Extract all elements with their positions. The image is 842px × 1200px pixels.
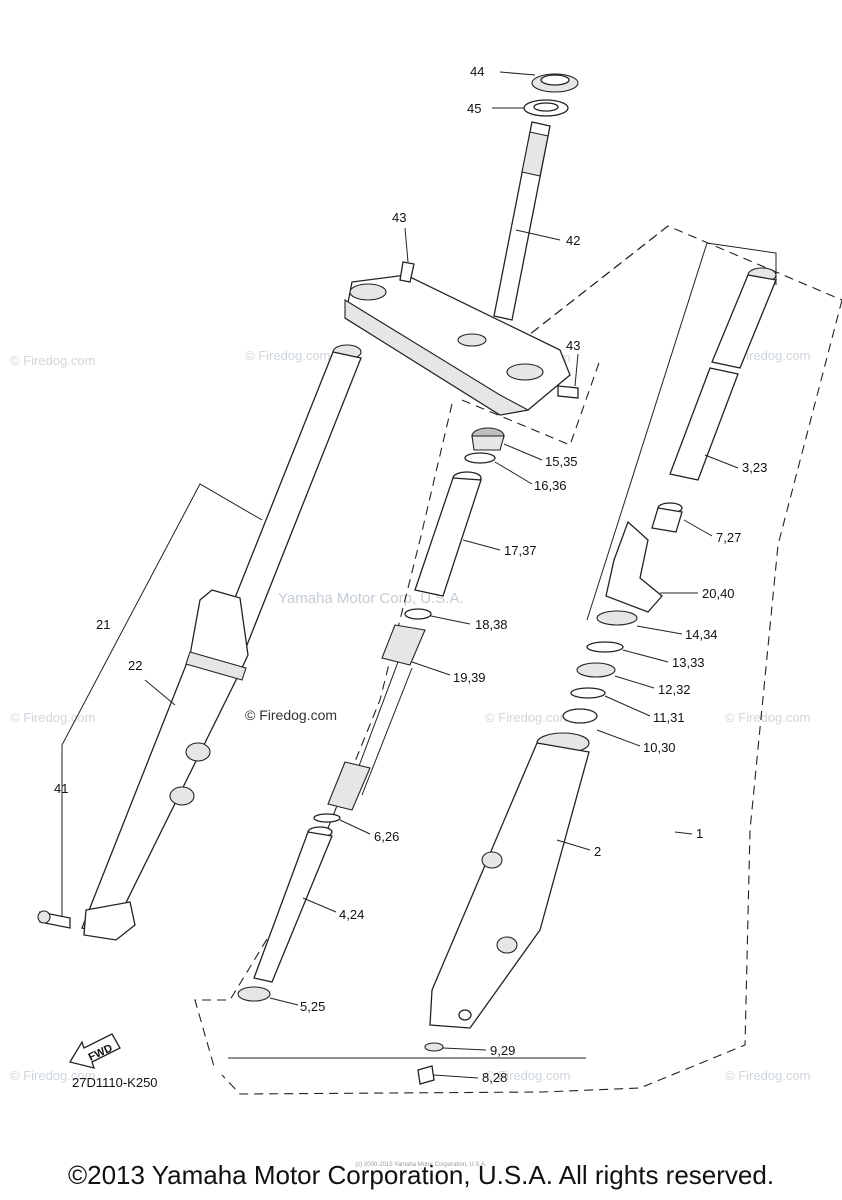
bracket-bore-left — [349, 283, 387, 301]
bolt-43-top — [399, 261, 415, 283]
callout-10-30: 10,30 — [643, 740, 676, 755]
washer-11 — [570, 687, 606, 699]
callout-45: 45 — [467, 101, 481, 116]
callout-7-27: 7,27 — [716, 530, 741, 545]
callout-8-28: 8,28 — [482, 1070, 507, 1085]
bearing-set — [523, 73, 579, 117]
callout-41: 41 — [54, 781, 68, 796]
watermark-firedog: © Firedog.com — [10, 710, 95, 725]
callout-13-33: 13,33 — [672, 655, 705, 670]
watermark-firedog: © Firedog.com — [10, 1068, 95, 1083]
right-fork-parts — [429, 267, 777, 1029]
clip-13 — [586, 641, 624, 653]
callout-22: 22 — [128, 658, 142, 673]
bracket-bore-right — [506, 363, 544, 381]
stem-thread — [521, 131, 549, 177]
callout-1: 1 — [696, 826, 703, 841]
callout-4-24: 4,24 — [339, 907, 364, 922]
callout-20-40: 20,40 — [702, 586, 735, 601]
callout-15-35: 15,35 — [545, 454, 578, 469]
inner-assembly-boundary — [194, 403, 453, 1071]
left-fork-leg — [37, 344, 362, 941]
damper-stack — [237, 427, 505, 1085]
fwd-arrow-icon — [68, 1033, 121, 1069]
callout-18-38: 18,38 — [475, 617, 508, 632]
spacer-17 — [414, 477, 482, 597]
callout-9-29: 9,29 — [490, 1043, 515, 1058]
callout-44: 44 — [470, 64, 484, 79]
washer-9 — [424, 1042, 444, 1052]
callouts: 44 45 42 43 43 15,35 16,36 17,37 18,38 1… — [54, 64, 767, 1085]
left-outer-tube — [81, 589, 249, 936]
boundary-segment — [519, 225, 669, 343]
callout-11-31: 11,31 — [653, 710, 685, 725]
callout-3-23: 3,23 — [742, 460, 767, 475]
watermark-firedog-center: © Firedog.com — [245, 707, 337, 723]
upper-bracket-boundary — [461, 359, 601, 446]
callout-6-26: 6,26 — [374, 829, 399, 844]
oil-seal-12 — [576, 662, 616, 678]
bolt-8 — [417, 1065, 435, 1085]
callout-43-right: 43 — [566, 338, 580, 353]
spring-19-top — [381, 624, 426, 666]
callout-21: 21 — [96, 617, 110, 632]
left-axle-clamp — [83, 901, 136, 941]
inner-tube-3-lower — [669, 367, 739, 481]
fwd-indicator: FWD — [68, 1033, 121, 1069]
callout-2: 2 — [594, 844, 601, 859]
callout-43-top: 43 — [392, 210, 406, 225]
watermark-firedog: © Firedog.com — [725, 1068, 810, 1083]
leader-lines — [144, 71, 739, 1079]
steering-stem — [344, 121, 579, 416]
cover-20 — [605, 520, 663, 613]
fineprint: (c) 2000-2015 Yamaha Motor Corporation, … — [355, 1162, 487, 1168]
axle-boss-lower — [169, 786, 195, 806]
bolt-43-right — [557, 385, 579, 399]
washer-18 — [404, 608, 432, 620]
watermark-firedog: © Firedog.com — [245, 348, 330, 363]
callout-12-32: 12,32 — [658, 682, 691, 697]
watermarks: © Firedog.com © Firedog.com © Firedog.co… — [10, 348, 810, 1083]
bracket-right-line — [586, 242, 708, 621]
bushing-10 — [562, 708, 598, 724]
diagram-code: 27D1110-K250 — [72, 1075, 158, 1090]
callout-42: 42 — [566, 233, 580, 248]
watermark-firedog: © Firedog.com — [10, 353, 95, 368]
callout-17-37: 17,37 — [504, 543, 537, 558]
bracket-21 — [61, 483, 263, 746]
ring-6 — [313, 813, 341, 823]
o-ring-16 — [464, 452, 496, 464]
assembly-outlines — [194, 225, 842, 1095]
callout-19-39: 19,39 — [453, 670, 486, 685]
watermark-yamaha: Yamaha Motor Corp, U.S.A. — [278, 590, 464, 607]
group-brackets — [61, 242, 777, 1059]
callout-5-25: 5,25 — [300, 999, 325, 1014]
dust-seal-14 — [596, 610, 638, 626]
watermark-firedog: © Firedog.com — [485, 710, 570, 725]
inner-tube-3-upper — [711, 274, 777, 369]
outer-tube-2 — [429, 742, 590, 1029]
oil-lock-5 — [237, 986, 271, 1002]
copyright-notice: ©2013 Yamaha Motor Corporation, U.S.A. A… — [67, 1160, 775, 1190]
watermark-firedog: © Firedog.com — [485, 1068, 570, 1083]
spring-19-bottom — [327, 761, 371, 811]
callout-14-34: 14,34 — [685, 627, 718, 642]
callout-16-36: 16,36 — [534, 478, 567, 493]
damper-rod-4 — [253, 831, 333, 983]
watermark-firedog: © Firedog.com — [725, 710, 810, 725]
axle-boss-upper — [185, 742, 211, 762]
